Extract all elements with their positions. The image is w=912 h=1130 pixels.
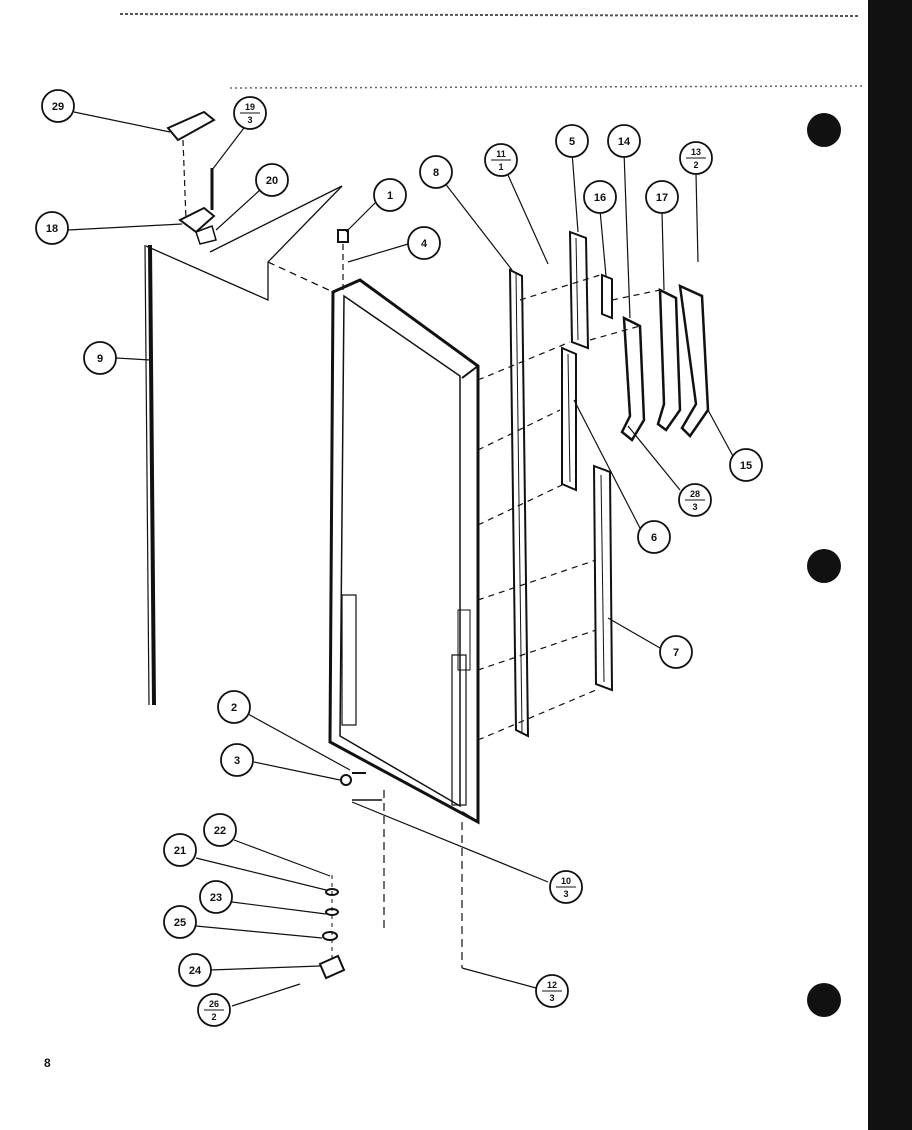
door-panel — [328, 278, 480, 825]
callout-10-sub: 3 — [563, 889, 568, 899]
callout-23: 23 — [199, 880, 233, 914]
callout-29: 29 — [41, 89, 75, 123]
callout-4-label: 4 — [421, 238, 428, 250]
callout-19-sub: 3 — [247, 115, 252, 125]
callout-24-label: 24 — [189, 965, 202, 977]
punch-hole-icon — [807, 983, 841, 1017]
callout-9-label: 9 — [97, 353, 103, 365]
callout-21: 21 — [163, 833, 197, 867]
callout-12-sub: 3 — [549, 993, 554, 1003]
callout-28-label: 28 — [690, 489, 700, 499]
liner-outline — [145, 185, 343, 301]
callout-26-sub: 2 — [211, 1012, 216, 1022]
callout-19-label: 19 — [245, 102, 255, 112]
callout-13-sub: 2 — [693, 160, 698, 170]
callout-17: 17 — [645, 180, 679, 214]
callout-17-label: 17 — [656, 192, 668, 204]
callout-11-sub: 1 — [498, 162, 503, 172]
callout-1: 1 — [373, 178, 407, 212]
callout-2-label: 2 — [231, 702, 237, 714]
callout-16-label: 16 — [594, 192, 606, 204]
callout-28: 28 3 — [678, 483, 712, 517]
punch-hole-icon — [807, 549, 841, 583]
callout-18: 18 — [35, 211, 69, 245]
callout-21-label: 21 — [174, 845, 186, 857]
callout-12-label: 12 — [547, 980, 557, 990]
callout-9: 9 — [83, 341, 117, 375]
callout-18-label: 18 — [46, 223, 58, 235]
callout-22-label: 22 — [214, 825, 226, 837]
callout-15-label: 15 — [740, 460, 752, 472]
callout-16: 16 — [583, 180, 617, 214]
callout-24: 24 — [178, 953, 212, 987]
callout-23-label: 23 — [210, 892, 222, 904]
callout-13: 13 2 — [679, 141, 713, 175]
callout-1-label: 1 — [387, 190, 393, 202]
punch-hole-icon — [807, 113, 841, 147]
door-gasket — [144, 244, 156, 706]
handle-channel — [508, 268, 530, 738]
callout-28-sub: 3 — [692, 502, 697, 512]
door-handle — [620, 283, 710, 442]
callout-25: 25 — [163, 905, 197, 939]
callout-29-label: 29 — [52, 101, 64, 113]
callout-2: 2 — [217, 690, 251, 724]
hinge-hardware — [166, 110, 463, 980]
callout-3-label: 3 — [234, 755, 240, 767]
callout-20: 20 — [255, 163, 289, 197]
callout-12: 12 3 — [535, 974, 569, 1008]
callout-19: 19 3 — [233, 96, 267, 130]
callout-22: 22 — [203, 813, 237, 847]
callout-7-label: 7 — [673, 647, 679, 659]
callout-25-label: 25 — [174, 917, 186, 929]
callout-10: 10 3 — [549, 870, 583, 904]
callout-11-label: 11 — [496, 149, 506, 159]
callout-3: 3 — [220, 743, 254, 777]
trim-parts — [561, 230, 614, 692]
callout-6: 6 — [637, 520, 671, 554]
callout-14: 14 — [607, 124, 641, 158]
callout-5-label: 5 — [569, 136, 575, 148]
callout-26: 26 2 — [197, 993, 231, 1027]
assembly-lines — [477, 274, 661, 741]
callout-5: 5 — [555, 124, 589, 158]
callout-8-label: 8 — [433, 167, 439, 179]
callout-26-label: 26 — [209, 999, 219, 1009]
callout-7: 7 — [659, 635, 693, 669]
callout-20-label: 20 — [266, 175, 278, 187]
callout-15: 15 — [729, 448, 763, 482]
callout-4: 4 — [407, 226, 441, 260]
callout-13-label: 13 — [691, 147, 701, 157]
callout-14-label: 14 — [618, 136, 631, 148]
page-number: 8 — [44, 1056, 51, 1070]
scan-artifacts — [119, 0, 912, 1130]
callout-6-label: 6 — [651, 532, 657, 544]
callout-8: 8 — [419, 155, 453, 189]
callout-10-label: 10 — [561, 876, 571, 886]
callout-11: 11 1 — [484, 143, 518, 177]
